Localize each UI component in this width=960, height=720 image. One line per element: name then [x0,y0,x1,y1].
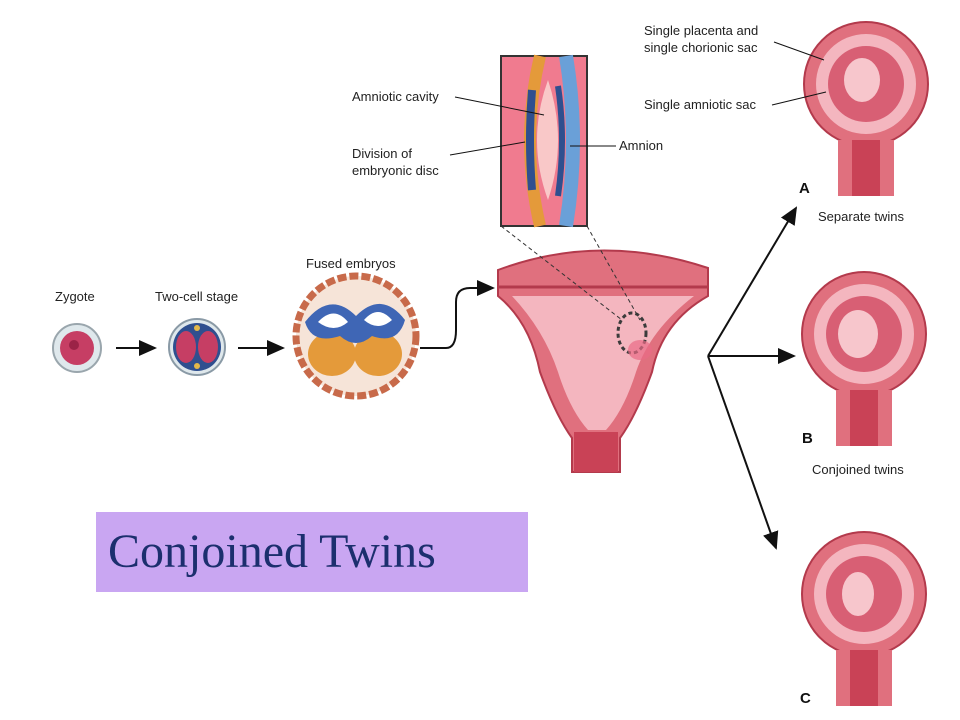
letter-a: A [799,180,810,197]
uterus-illustration [497,249,709,473]
zygote-label: Zygote [55,289,95,304]
division-leader [449,141,526,156]
two-cell-illustration [168,318,226,376]
zygote-illustration [52,323,102,373]
fused-embryos-illustration [292,272,420,400]
conjoined-twins-label: Conjoined twins [812,462,904,477]
inset-guide-left [500,225,623,321]
amnion-label: Amnion [619,138,663,153]
placenta-leader [773,41,825,61]
separate-twins-label: Separate twins [818,209,904,224]
uterus-b-illustration [801,271,927,446]
amniotic-cavity-leader [454,96,545,116]
amniotic-sac-label: Single amniotic sac [644,97,756,112]
title-text: Conjoined Twins [108,525,436,578]
fused-embryos-label: Fused embryos [306,256,396,271]
placenta-label-line2: single chorionic sac [644,40,758,55]
amniotic-cavity-label: Amniotic cavity [352,89,439,104]
two-cell-label: Two-cell stage [155,289,238,304]
division-label-line2: embryonic disc [352,163,439,178]
letter-c: C [800,690,811,707]
embryonic-disc-inset [500,54,588,228]
division-label-line1: Division of [352,146,412,161]
uterus-c-illustration [801,531,927,706]
arrow-to-c [707,355,779,550]
inset-guide-right [586,225,641,321]
uterus-a-illustration [803,21,929,196]
letter-b: B [802,430,813,447]
amniotic-sac-leader [771,91,827,106]
arrow-fused-to-uterus [420,280,495,349]
placenta-label-line1: Single placenta and [644,23,758,38]
arrow-to-a [707,206,798,357]
title-banner: Conjoined Twins [96,512,528,592]
